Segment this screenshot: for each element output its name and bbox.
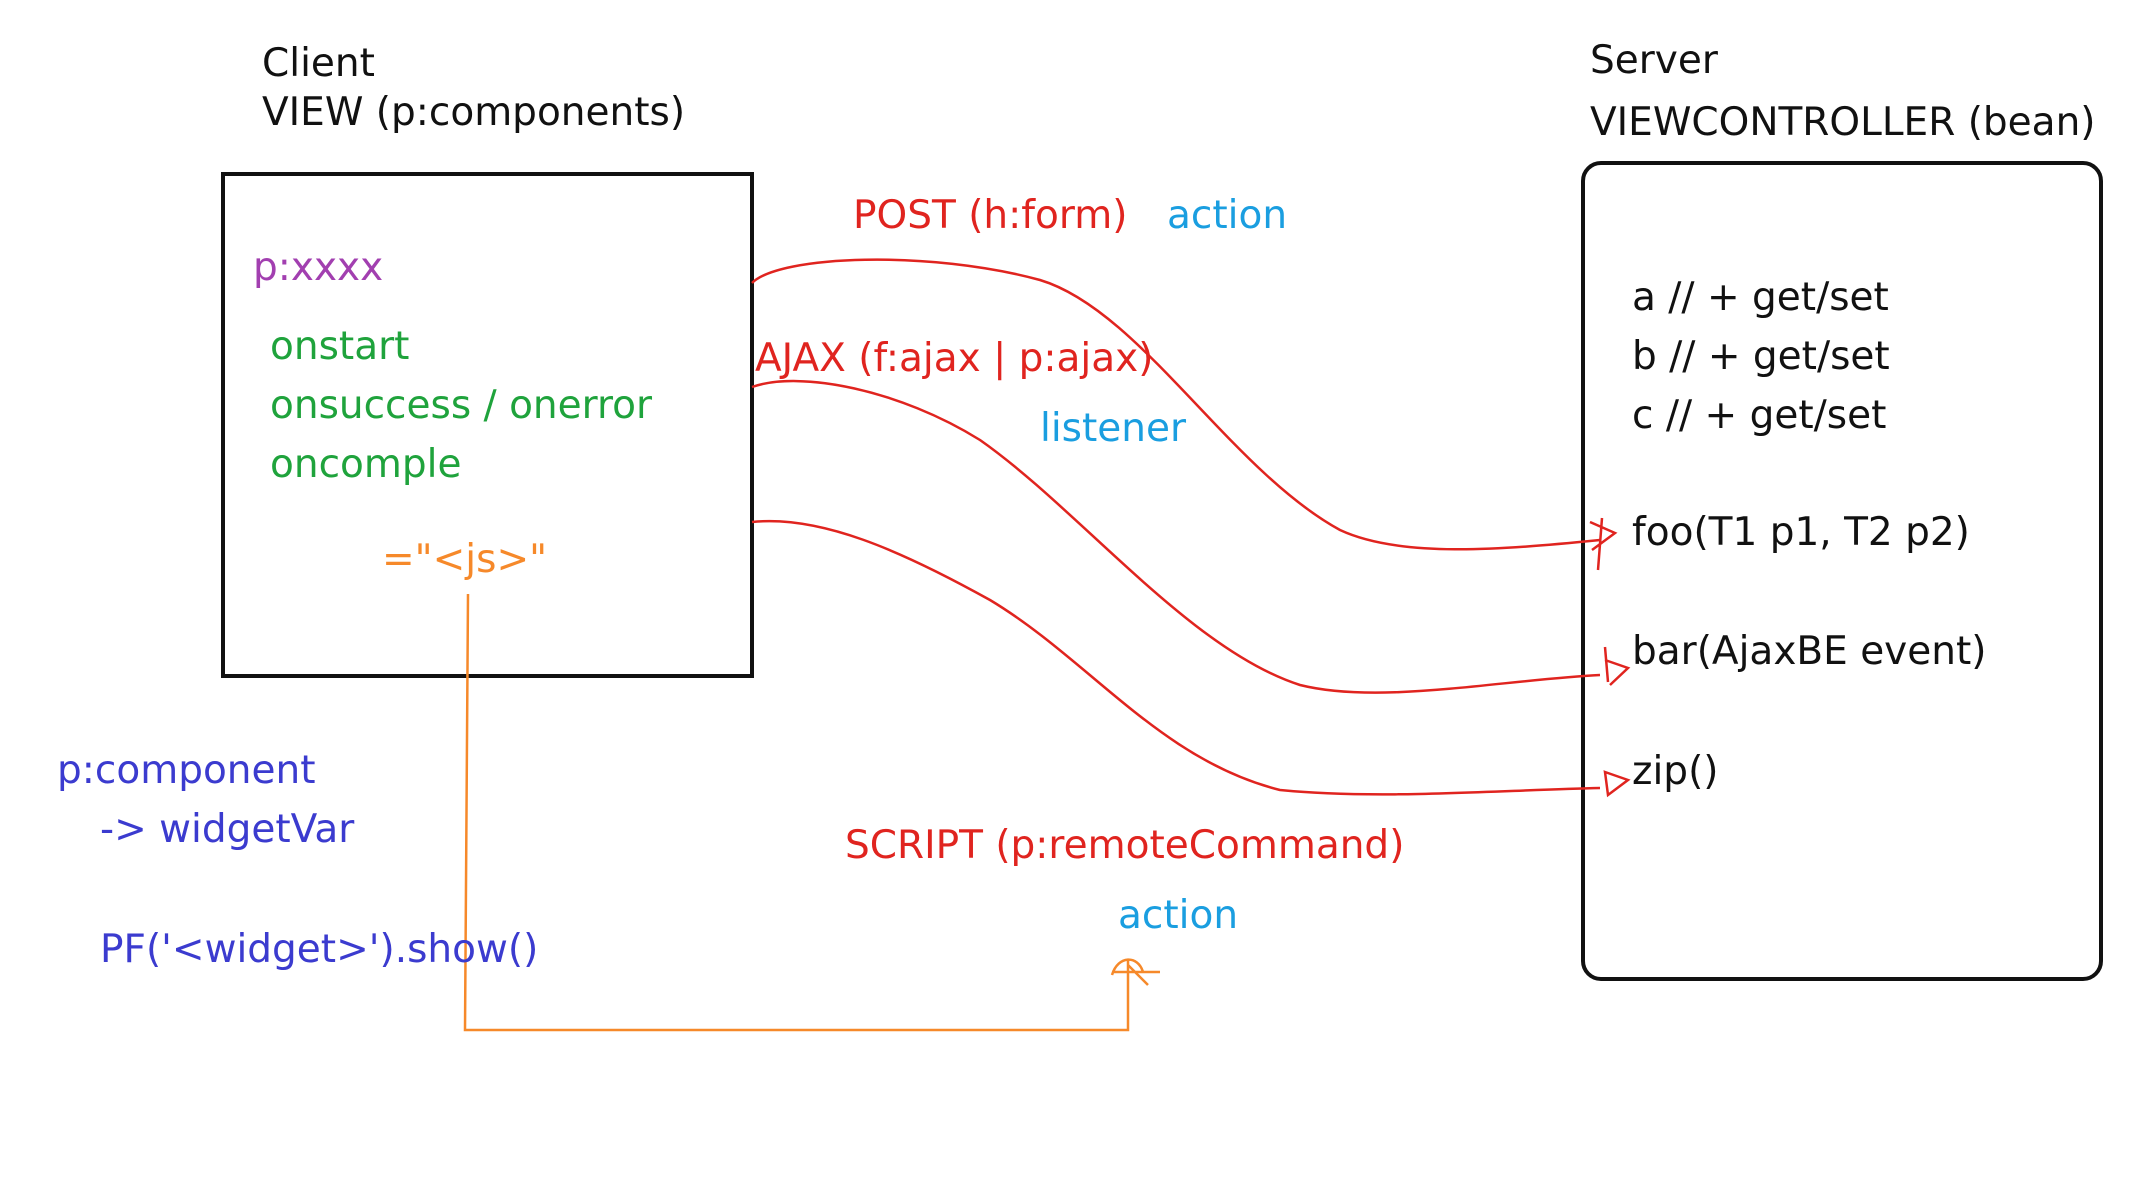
- widget-note-widgetvar: -> widgetVar: [100, 807, 355, 852]
- ajax-label: AJAX (f:ajax | p:ajax): [755, 336, 1154, 381]
- remote-command-arrowhead: [1110, 958, 1160, 986]
- client-title: Client: [262, 41, 375, 86]
- server-property-a: a // + get/set: [1632, 275, 1889, 320]
- server-box: [1581, 161, 2103, 981]
- server-title: Server: [1590, 38, 1718, 83]
- script-action-label: action: [1118, 893, 1239, 938]
- server-property-b: b // + get/set: [1632, 334, 1890, 379]
- widget-note-component: p:component: [57, 748, 316, 793]
- post-action-label: action: [1167, 193, 1288, 238]
- client-box: [221, 172, 754, 678]
- server-method-foo: foo(T1 p1, T2 p2): [1632, 510, 1970, 555]
- client-js-value: ="<js>": [382, 537, 548, 582]
- client-component-label: p:xxxx: [253, 245, 384, 290]
- post-arrowhead: [1589, 517, 1618, 571]
- ajax-arrowhead: [1603, 646, 1631, 686]
- server-subtitle: VIEWCONTROLLER (bean): [1590, 100, 2096, 145]
- js-remote-command-connector: [463, 593, 1130, 1032]
- server-method-bar: bar(AjaxBE event): [1632, 629, 1987, 674]
- script-label: SCRIPT (p:remoteCommand): [845, 823, 1405, 868]
- ajax-listener-label: listener: [1040, 406, 1187, 451]
- client-event-onstart: onstart: [270, 324, 410, 369]
- script-arrowhead: [1603, 770, 1631, 798]
- widget-note-show-call: PF('<widget>').show(): [100, 927, 539, 972]
- client-event-oncomplete: oncomple: [270, 442, 462, 487]
- client-subtitle: VIEW (p:components): [262, 90, 686, 135]
- ajax-connection-curve: [751, 379, 1601, 694]
- server-method-zip: zip(): [1632, 749, 1719, 794]
- post-connection-curve: [751, 258, 1601, 551]
- post-label: POST (h:form): [853, 193, 1128, 238]
- script-connection-curve: [751, 519, 1601, 796]
- client-event-onsuccess-onerror: onsuccess / onerror: [270, 383, 653, 428]
- server-property-c: c // + get/set: [1632, 393, 1887, 438]
